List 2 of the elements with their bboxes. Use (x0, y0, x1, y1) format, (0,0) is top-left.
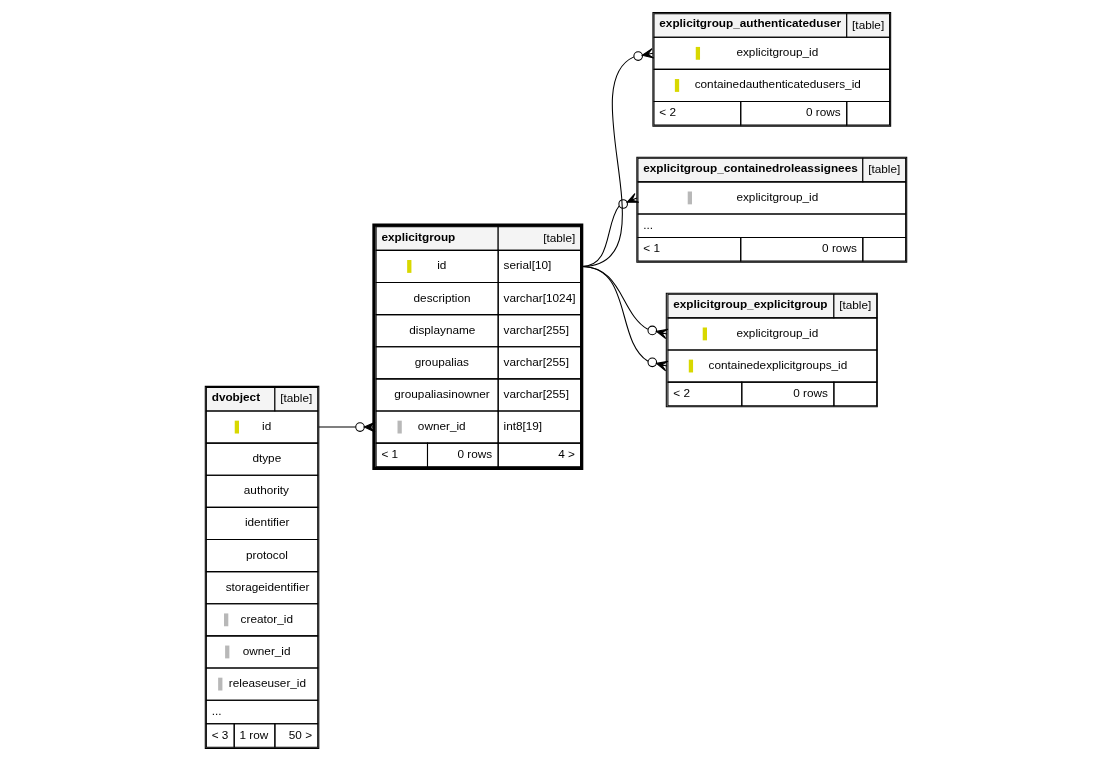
connector (317, 421, 376, 433)
connector (580, 265, 669, 372)
